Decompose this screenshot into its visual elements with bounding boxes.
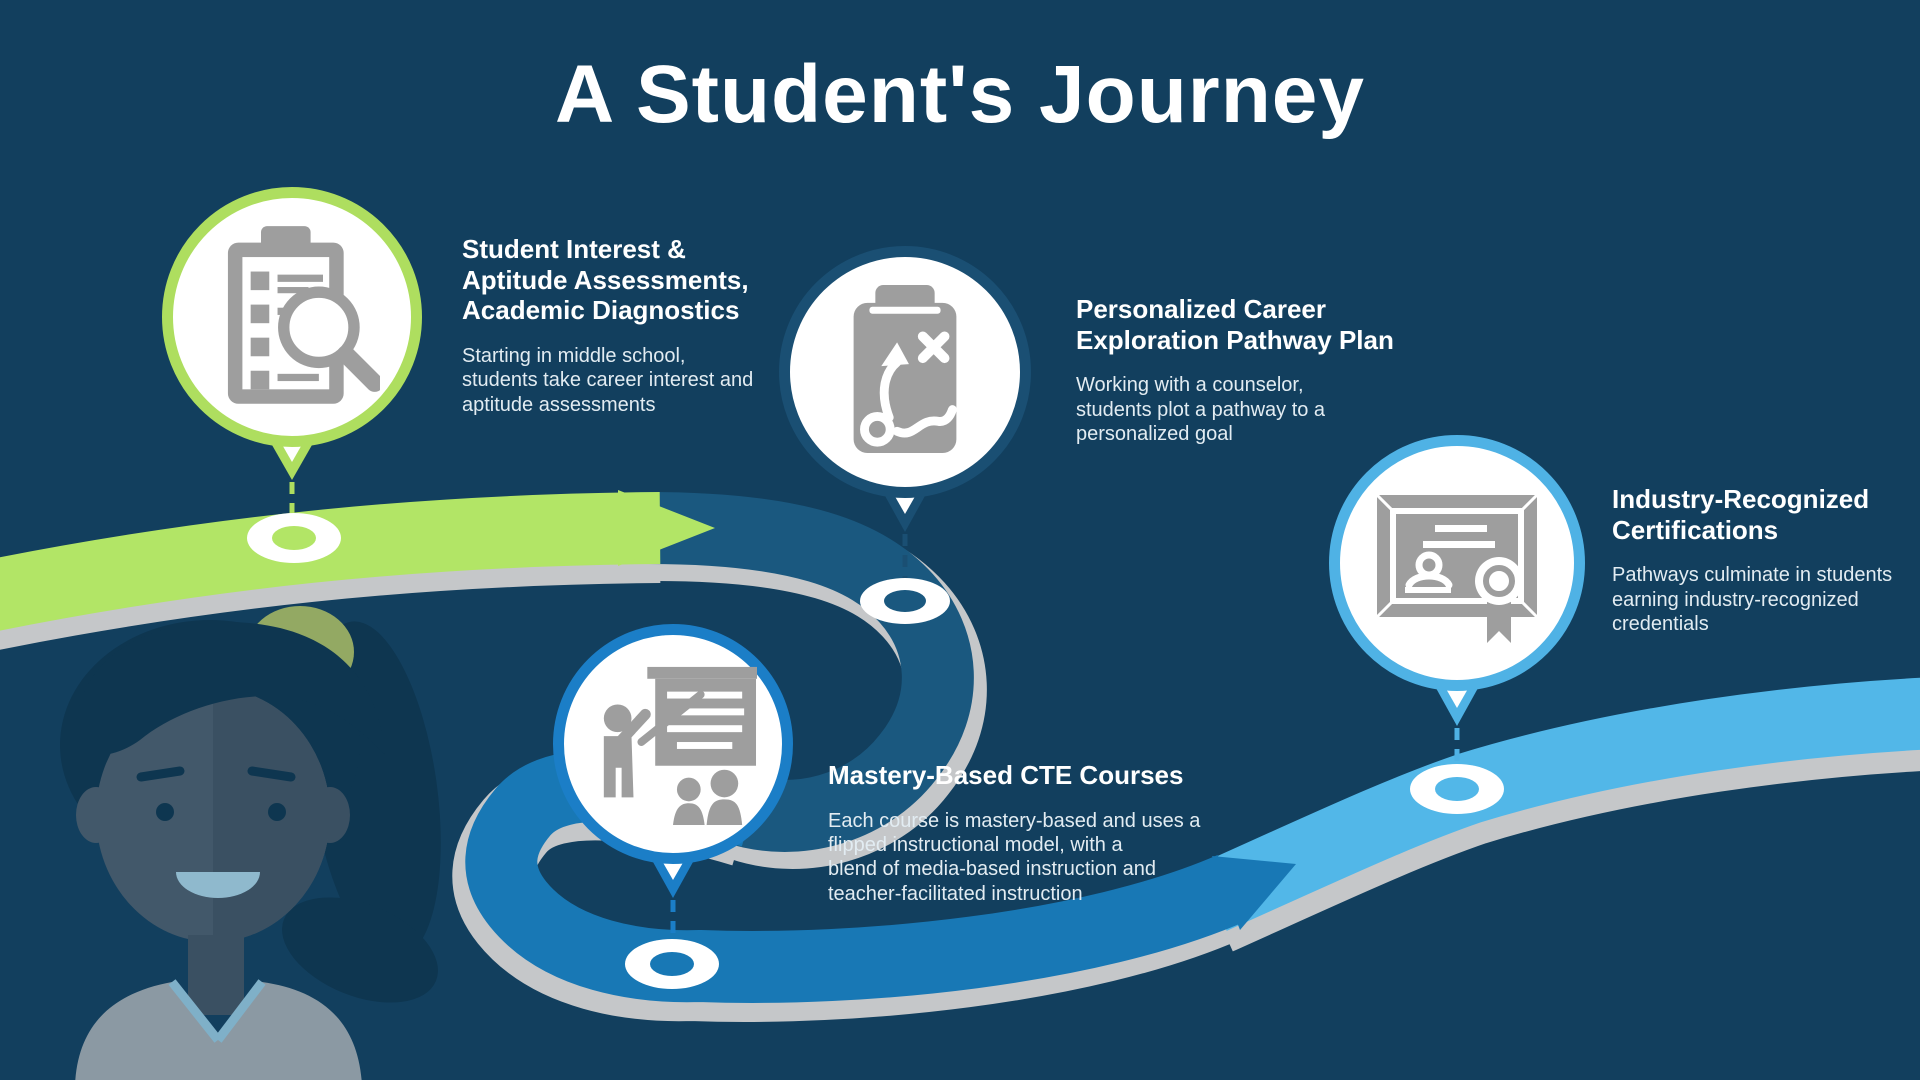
milestone-text-assessments: Student Interest & Aptitude Assessments,… <box>462 234 753 417</box>
milestone-text-certifications: Industry-Recognized Certifications Pathw… <box>1612 484 1892 637</box>
avatar-eyebrow-left <box>136 766 185 782</box>
teacher-presentation-icon <box>603 666 757 826</box>
road-segment-navy <box>639 491 974 852</box>
avatar-eye-left <box>156 803 174 821</box>
milestone-pin-certifications <box>1329 435 1585 691</box>
road-segment-lightblue <box>1197 677 1920 931</box>
avatar-shirt <box>75 982 362 1080</box>
milestone-pin-assessments <box>162 187 422 447</box>
milestone-pin-pathway-plan <box>779 246 1031 498</box>
page-title: A Student's Journey <box>554 49 1365 140</box>
road-marker-hole <box>1435 777 1479 801</box>
milestone-body: Starting in middle school, students take… <box>462 345 754 416</box>
avatar-eyebrow-right <box>247 766 296 782</box>
avatar-mouth <box>176 872 260 898</box>
milestone-heading: Mastery-Based CTE Courses <box>828 760 1184 790</box>
avatar-collar-right <box>214 979 266 1043</box>
milestone-heading: Student Interest & Aptitude Assessments,… <box>462 234 749 326</box>
blue-road-arrow-seam <box>1212 856 1296 930</box>
road-marker-hole <box>884 590 926 612</box>
avatar-hair-fringe <box>74 622 385 756</box>
milestone-text-pathway-plan: Personalized Career Exploration Pathway … <box>1076 294 1394 447</box>
avatar-ponytail-tip <box>282 897 438 1003</box>
student-avatar <box>60 606 441 1080</box>
milestone-text-cte-courses: Mastery-Based CTE Courses Each course is… <box>828 760 1200 906</box>
certificate-icon <box>1375 493 1539 643</box>
milestone-heading: Industry-Recognized Certifications <box>1612 484 1870 545</box>
milestone-body: Working with a counselor, students plot … <box>1076 374 1326 446</box>
milestone-body: Pathways culminate in students earning i… <box>1612 564 1893 636</box>
milestone-pin-cte-courses <box>553 624 793 864</box>
milestone-3-connector <box>625 844 719 989</box>
milestone-heading: Personalized Career Exploration Pathway … <box>1076 294 1394 355</box>
avatar-neck <box>188 935 244 1015</box>
road-marker-hole <box>650 952 694 976</box>
milestone-4-connector <box>1410 670 1504 814</box>
road-marker-hole <box>272 526 316 550</box>
milestone-body: Each course is mastery-based and uses a … <box>828 809 1201 905</box>
avatar-collar-left <box>168 979 222 1043</box>
clipboard-magnifier-icon <box>227 226 380 404</box>
green-road-arrow-seam <box>618 490 715 566</box>
avatar-eye-right <box>268 803 286 821</box>
strategy-plan-icon <box>853 285 957 454</box>
